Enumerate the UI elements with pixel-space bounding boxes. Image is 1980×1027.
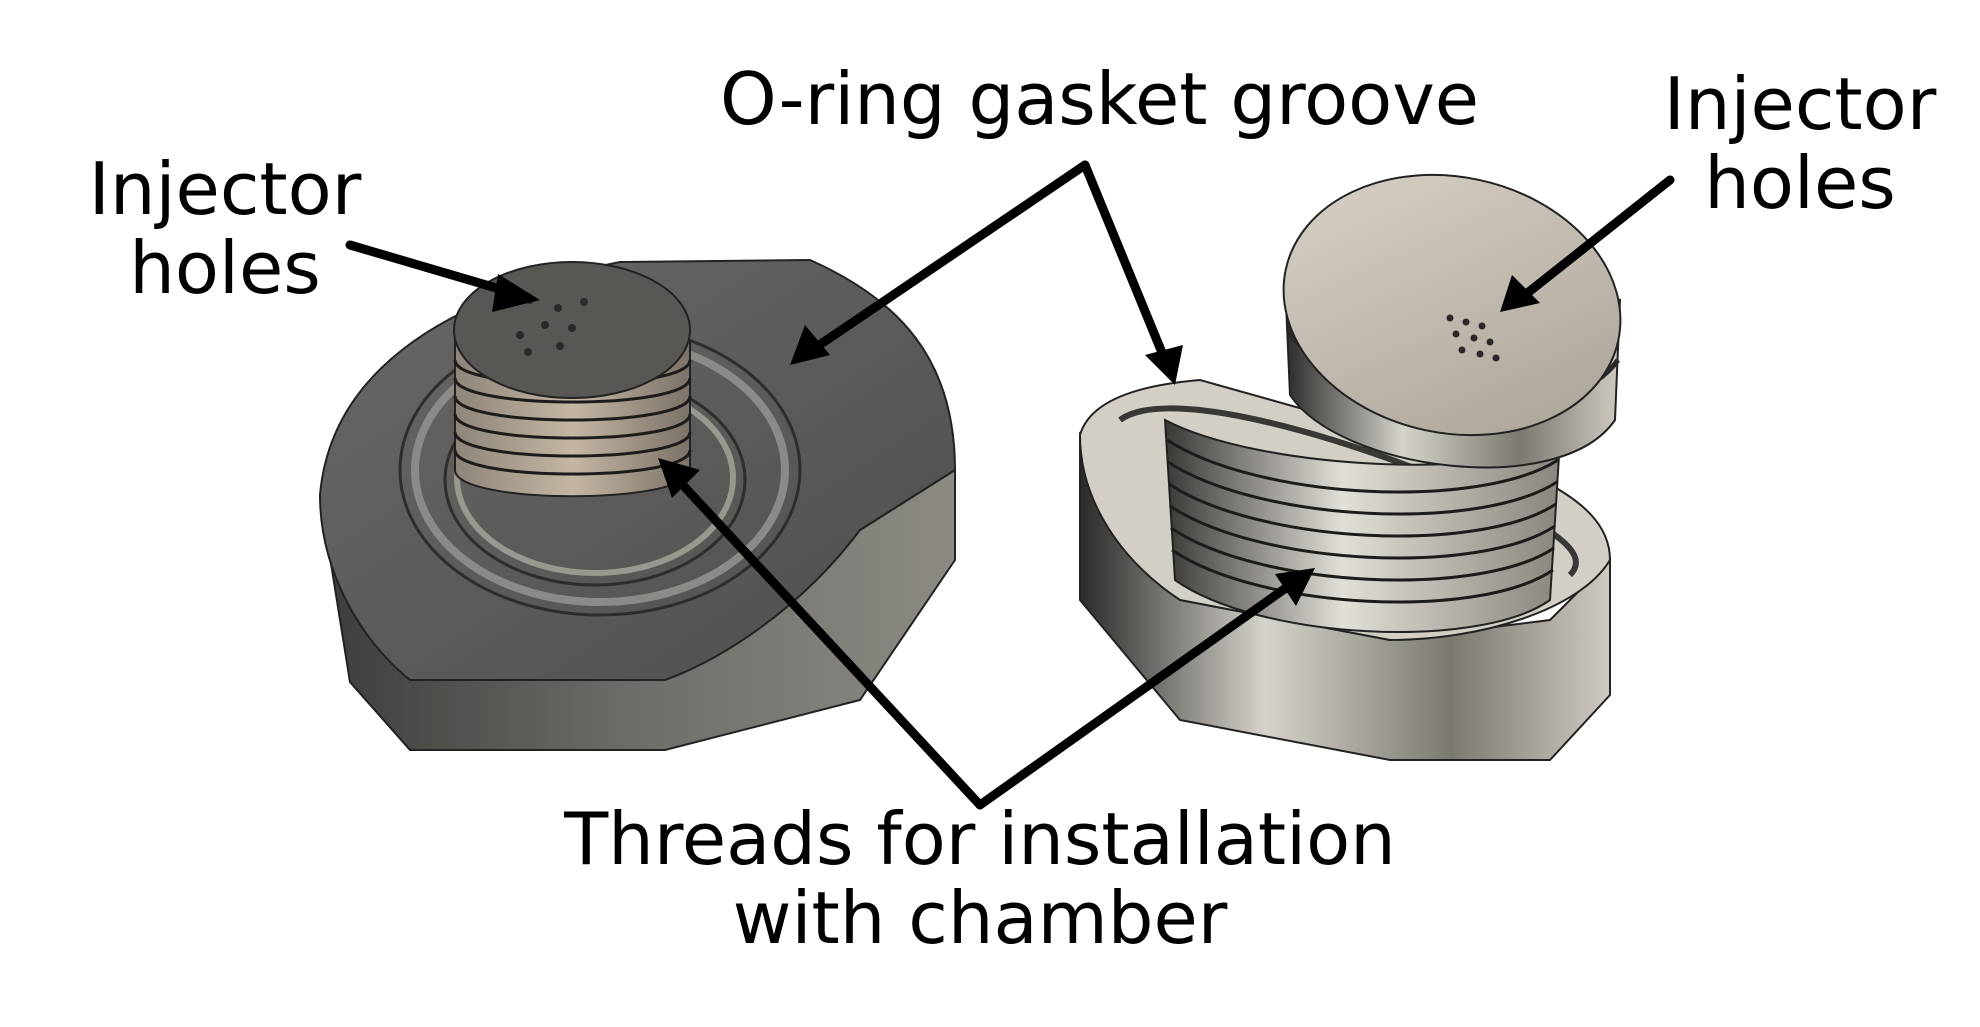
right-head-top (1282, 173, 1622, 437)
right-injector-part (1078, 173, 1622, 761)
left-injector-part (318, 258, 957, 751)
label-line: holes (1704, 141, 1896, 226)
label-line: Threads for installation (564, 797, 1396, 881)
arrow-threads-right (975, 568, 1315, 810)
label-oring-groove: O-ring gasket groove (720, 57, 1480, 141)
arrow-threads-left (658, 458, 985, 810)
leader-arrows (345, 160, 1675, 810)
right-injector-holes (1446, 314, 1500, 362)
right-thread-lines (1166, 438, 1559, 604)
label-threads: Threads for installation with chamber (480, 797, 1480, 961)
right-thread-body (1163, 418, 1562, 634)
label-line: Injector (88, 147, 362, 231)
label-injector-holes-left: Injector holes (40, 147, 410, 311)
label-line: O-ring gasket groove (720, 57, 1480, 141)
label-injector-holes-right: Injector holes (1620, 62, 1980, 226)
label-line: holes (129, 226, 321, 311)
arrow-oring-left (790, 160, 1090, 365)
label-line: Injector (1663, 62, 1937, 146)
arrow-oring-right (1080, 160, 1183, 385)
label-line: with chamber (732, 876, 1228, 961)
arrow-injector-right (1500, 175, 1675, 312)
arrow-injector-left (345, 240, 540, 312)
